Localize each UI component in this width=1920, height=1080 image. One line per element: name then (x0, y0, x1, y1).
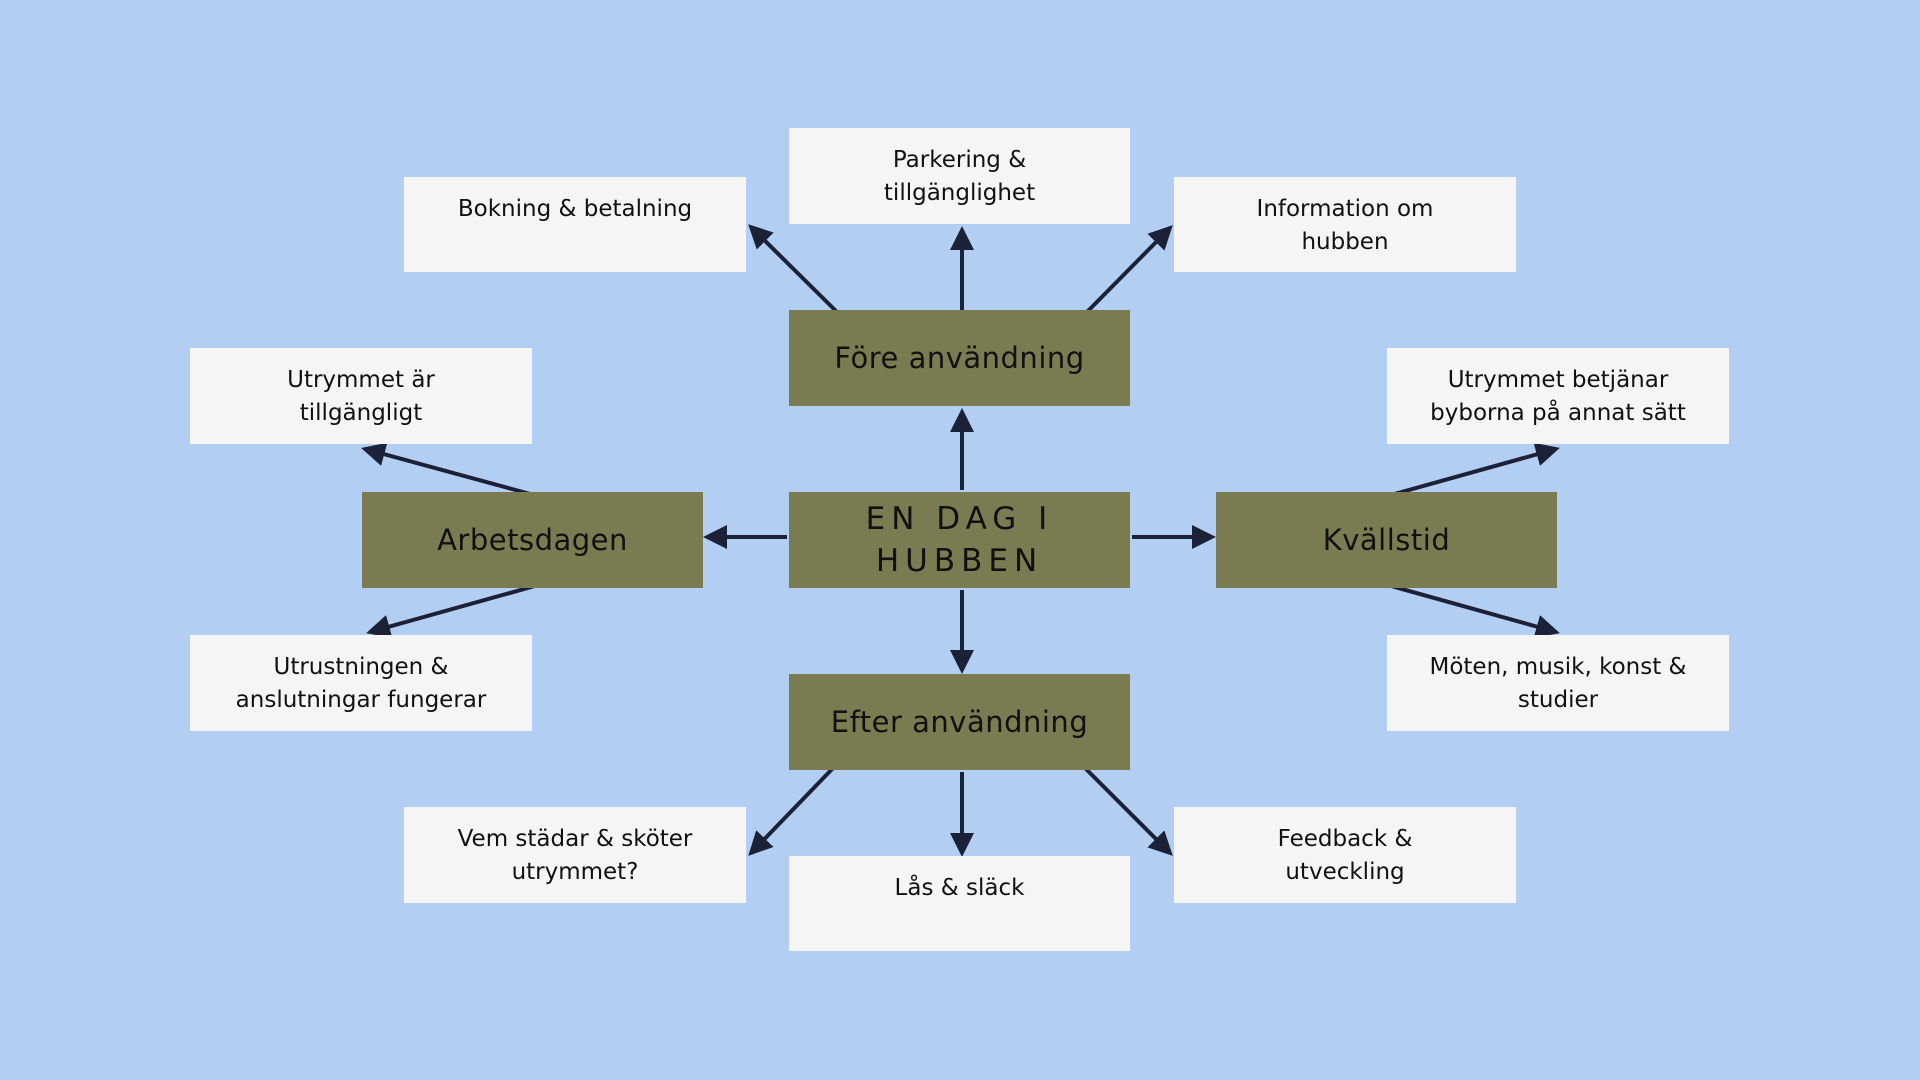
center-node: EN DAG I HUBBEN (789, 492, 1130, 588)
leaf-cleaning: Vem städar & sköter utrymmet? (404, 807, 746, 903)
leaf-serves-villagers: Utrymmet betjänar byborna på annat sätt (1387, 348, 1729, 444)
leaf-info: Information om hubben (1174, 177, 1516, 272)
leaf-parking: Parkering & tillgänglighet (789, 128, 1130, 224)
hub-workday: Arbetsdagen (362, 492, 703, 588)
hub-evening-label: Kvällstid (1322, 523, 1451, 557)
leaf-serves-villagers-label: Utrymmet betjänar byborna på annat sätt (1430, 367, 1686, 426)
arrow-after-to-cleaning (748, 764, 837, 856)
arrow-evening-to-meetings (1383, 582, 1560, 639)
leaf-lock-label: Lås & släck (894, 875, 1025, 901)
leaf-info-label: Information om hubben (1256, 196, 1434, 255)
leaf-meetings-label: Möten, musik, konst & studier (1429, 654, 1687, 713)
arrow-workday-to-space-available (361, 442, 546, 500)
leaf-equipment: Utrustningen & anslutningar fungerar (190, 635, 532, 731)
leaf-feedback: Feedback & utveckling (1174, 807, 1516, 903)
leaf-feedback-label: Feedback & utveckling (1277, 826, 1413, 885)
center-label: EN DAG I HUBBEN (865, 501, 1054, 579)
hub-after-use: Efter användning (789, 674, 1130, 770)
hub-before-use-label: Före användning (834, 341, 1085, 375)
leaf-booking-label: Bokning & betalning (457, 196, 693, 222)
hub-workday-label: Arbetsdagen (437, 523, 628, 557)
leaf-cleaning-label: Vem städar & sköter utrymmet? (457, 826, 693, 885)
leaf-equipment-label: Utrustningen & anslutningar fungerar (235, 654, 487, 713)
hub-evening: Kvällstid (1216, 492, 1557, 588)
hub-after-use-label: Efter användning (830, 705, 1089, 739)
arrow-after-to-feedback (1081, 764, 1173, 856)
arrow-evening-to-serves-villagers (1379, 442, 1560, 500)
leaf-lock: Lås & släck (789, 856, 1130, 951)
leaf-meetings: Möten, musik, konst & studier (1387, 635, 1729, 731)
leaf-space-available: Utrymmet är tillgängligt (190, 348, 532, 444)
hub-before-use: Före användning (789, 310, 1130, 406)
leaf-booking: Bokning & betalning (404, 177, 746, 272)
arrow-workday-to-equipment (366, 582, 543, 639)
arrow-before-to-info (1085, 225, 1173, 314)
leaf-space-available-label: Utrymmet är tillgängligt (287, 367, 435, 426)
leaf-parking-label: Parkering & tillgänglighet (883, 147, 1036, 206)
arrow-before-to-booking (748, 224, 839, 314)
